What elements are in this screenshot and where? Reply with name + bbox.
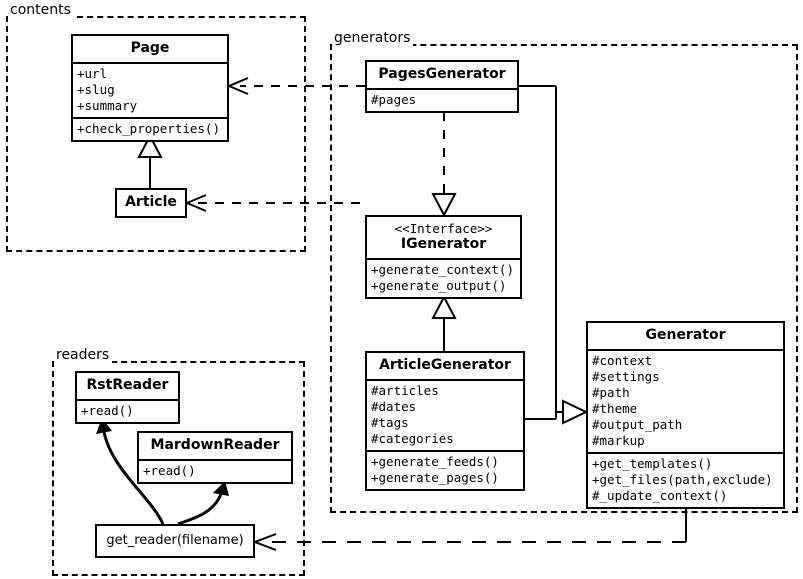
class-generator-attributes: #context #settings #path #theme #output_… [588, 349, 783, 452]
class-mardown-reader-title: MardownReader [150, 437, 280, 453]
class-generator-method: +get_files(path,exclude) [592, 472, 773, 487]
class-page-methods: +check_properties() [73, 117, 227, 140]
class-article-generator-title: ArticleGenerator [379, 357, 511, 373]
class-generator-attribute: #markup [592, 433, 645, 448]
class-generator-attribute: #theme [592, 401, 638, 416]
package-readers [52, 361, 305, 576]
class-generator-attribute: #path [592, 385, 630, 400]
class-igenerator-title: IGenerator [400, 236, 487, 252]
package-readers-label: readers [54, 347, 113, 363]
class-article-generator-attributes: #articles #dates #tags #categories [367, 379, 523, 450]
class-igenerator[interactable]: <<Interface>> IGenerator +generate_conte… [365, 215, 522, 299]
class-generator-method: +get_templates() [592, 456, 713, 471]
class-page-attribute: +url [77, 66, 108, 81]
class-article-generator[interactable]: ArticleGenerator #articles #dates #tags … [365, 351, 525, 491]
class-generator-attribute: #output_path [592, 417, 683, 432]
class-article-generator-attribute: #categories [371, 431, 454, 446]
class-pages-generator[interactable]: PagesGenerator #pages [365, 60, 519, 113]
class-pages-generator-title: PagesGenerator [378, 66, 506, 82]
class-page-title: Page [130, 40, 170, 56]
class-pages-generator-attribute: #pages [371, 92, 417, 107]
class-igenerator-stereotype: <<Interface>> [394, 221, 493, 236]
package-contents [6, 16, 306, 252]
class-article-generator-method: +generate_pages() [371, 470, 499, 485]
class-article-title: Article [125, 194, 177, 210]
class-page-method: +check_properties() [77, 121, 220, 136]
class-generator-method: #_update_context() [592, 488, 728, 503]
class-rst-reader-method: +read() [81, 403, 134, 418]
class-article-generator-attribute: #articles [371, 383, 439, 398]
package-generators-label: generators [332, 30, 414, 46]
function-get-reader-label: get_reader(filename) [106, 533, 244, 548]
class-page-attributes: +url +slug +summary [73, 62, 227, 117]
class-article-generator-attribute: #tags [371, 415, 409, 430]
package-generators [330, 44, 798, 513]
class-article-generator-methods: +generate_feeds() +generate_pages() [367, 450, 523, 489]
class-generator-title: Generator [645, 327, 726, 343]
class-rst-reader-title: RstReader [86, 377, 169, 393]
class-igenerator-method: +generate_context() [371, 262, 514, 277]
class-page-attribute: +summary [77, 98, 138, 113]
class-mardown-reader-methods: +read() [139, 459, 291, 482]
class-generator-attribute: #context [592, 353, 653, 368]
class-generator[interactable]: Generator #context #settings #path #them… [586, 321, 785, 509]
class-article[interactable]: Article [115, 188, 187, 218]
class-mardown-reader-method: +read() [143, 463, 196, 478]
class-igenerator-method: +generate_output() [371, 278, 507, 293]
class-article-generator-attribute: #dates [371, 399, 417, 414]
package-contents-label: contents [8, 2, 74, 18]
class-page-attribute: +slug [77, 82, 115, 97]
class-article-generator-method: +generate_feeds() [371, 454, 499, 469]
class-rst-reader[interactable]: RstReader +read() [75, 371, 180, 424]
class-generator-attribute: #settings [592, 369, 660, 384]
class-generator-methods: +get_templates() +get_files(path,exclude… [588, 452, 783, 507]
class-page[interactable]: Page +url +slug +summary +check_properti… [71, 34, 229, 142]
class-pages-generator-attributes: #pages [367, 88, 517, 111]
class-rst-reader-methods: +read() [77, 399, 178, 422]
function-get-reader[interactable]: get_reader(filename) [95, 524, 255, 558]
class-mardown-reader[interactable]: MardownReader +read() [137, 431, 293, 484]
class-igenerator-methods: +generate_context() +generate_output() [367, 258, 520, 297]
